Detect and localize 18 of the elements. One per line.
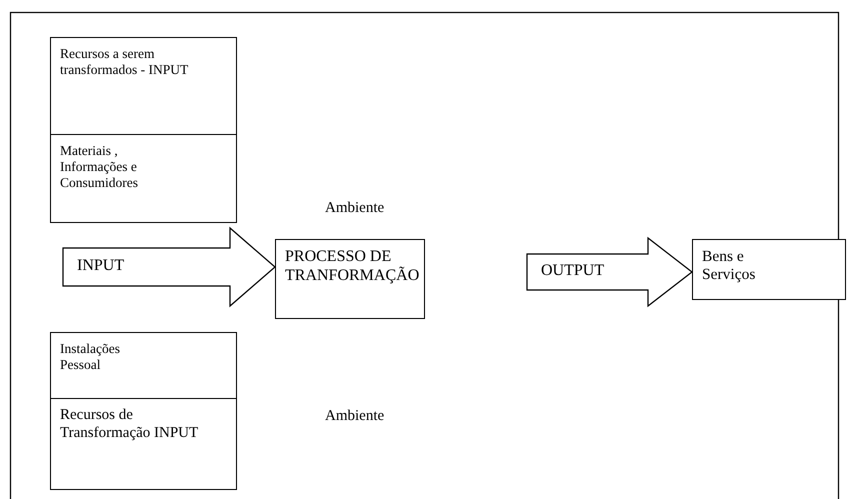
box-text: Materiais , Informações e Consumidores <box>60 143 140 191</box>
environment-label: Ambiente <box>325 408 384 425</box>
text-box <box>692 239 846 300</box>
text-box <box>275 239 425 319</box>
environment-label: Ambiente <box>325 200 384 217</box>
text-box <box>50 398 237 490</box>
box-text: Recursos a serem transformados - INPUT <box>60 46 190 78</box>
box-text: Recursos de Transformação INPUT <box>60 407 200 442</box>
block-arrow <box>526 236 693 308</box>
box-text: Bens e Serviços <box>702 248 756 285</box>
arrow-label: INPUT <box>77 258 124 274</box>
text-box <box>50 332 237 399</box>
arrow-label: OUTPUT <box>541 263 604 279</box>
text-box <box>50 134 237 223</box>
text-box <box>50 37 237 135</box>
box-text: Instalações Pessoal <box>60 341 121 373</box>
box-text: PROCESSO DE TRANFORMAÇÃO <box>285 248 420 286</box>
block-arrow <box>62 226 276 308</box>
